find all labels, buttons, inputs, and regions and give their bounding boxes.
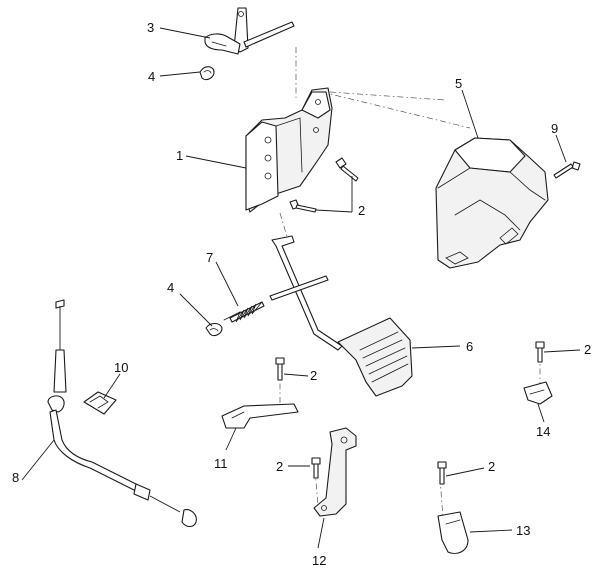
- part-4-clip-mid: [205, 322, 223, 337]
- callout-2-bracket: 2: [358, 203, 365, 218]
- part-2-bolt-14: [535, 341, 545, 363]
- part-2-bolt-13: [437, 461, 447, 485]
- callout-2-clip-bolt: 2: [584, 342, 591, 357]
- callout-8: 8: [12, 470, 19, 485]
- part-2-bolts-bracket: [289, 157, 359, 213]
- part-7-spring: [223, 301, 265, 323]
- part-13-clamp: [437, 511, 469, 555]
- part-12-lever: [313, 427, 357, 517]
- callout-3: 3: [147, 20, 154, 35]
- callout-6: 6: [466, 339, 473, 354]
- part-9-bolt: [553, 161, 581, 179]
- callout-14: 14: [536, 424, 550, 439]
- callout-4-mid: 4: [167, 280, 174, 295]
- callout-leaders: [21, 27, 581, 549]
- callout-2-clamp-bolt: 2: [488, 459, 495, 474]
- part-3-clip-rod: [204, 7, 295, 55]
- part-2-bolt-11: [275, 357, 285, 381]
- callout-2-bracket-bolt: 2: [276, 459, 283, 474]
- callout-4-top: 4: [148, 69, 155, 84]
- assembly-guide-lines: [279, 47, 541, 519]
- callout-labels: 1 3 4 5 9 2 7 4 6 10 2 2 8 11 2 2 12 13 …: [12, 20, 591, 568]
- callout-11: 11: [214, 456, 228, 471]
- part-1-mounting-bracket: [245, 87, 333, 213]
- part-8-accelerator-cable: [47, 299, 197, 528]
- callout-9: 9: [551, 121, 558, 136]
- part-10-clip: [83, 391, 117, 415]
- callout-2-lever-bolt: 2: [310, 368, 317, 383]
- part-5-pedal-box-cover: [435, 137, 549, 269]
- callout-13: 13: [516, 523, 530, 538]
- callout-7: 7: [206, 250, 213, 265]
- part-4-clip-top: [199, 66, 215, 81]
- part-11-bracket: [221, 403, 299, 429]
- callout-10: 10: [114, 360, 128, 375]
- part-14-clip: [523, 381, 553, 405]
- callout-5: 5: [455, 76, 462, 91]
- callout-12: 12: [312, 553, 326, 568]
- callout-1: 1: [176, 148, 183, 163]
- part-2-bolt-12: [311, 457, 321, 479]
- part-6-accelerator-pedal: [269, 235, 413, 397]
